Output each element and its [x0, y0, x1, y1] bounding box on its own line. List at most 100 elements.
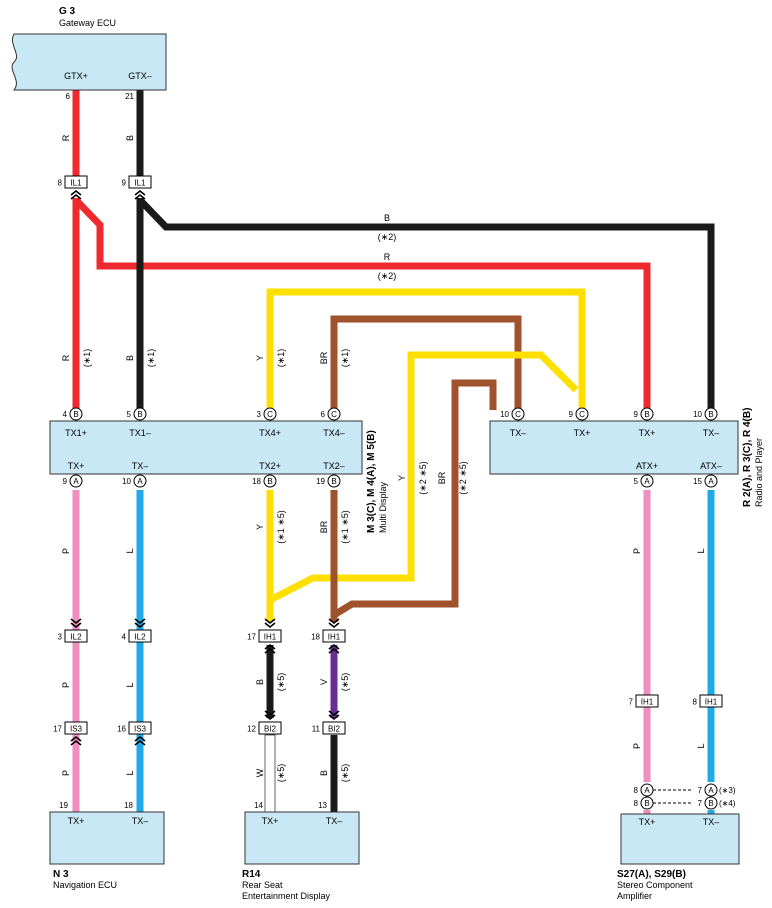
wire-label: (∗1): [276, 349, 286, 368]
svg-text:B: B: [137, 410, 142, 419]
connector-pin-number: 16: [117, 725, 126, 734]
radio-player: TX– TX+ TX+ TX– ATX+ ATX– R 2(A), R 3(C)…: [489, 408, 764, 507]
amp-code: S27(A), S29(B): [617, 869, 686, 880]
svg-text:5: 5: [127, 410, 132, 419]
wire-brown-tx4: [330, 315, 522, 410]
connector-pin-number: 8: [58, 179, 63, 188]
connector-id: IS3: [134, 725, 147, 734]
svg-text:10: 10: [693, 410, 702, 419]
pin-number: 19: [59, 801, 68, 810]
svg-text:C: C: [267, 410, 273, 419]
radio-pin-label: ATX+: [636, 461, 658, 471]
connector-pin-number: 4: [122, 633, 127, 642]
wire-yellow-tx4: [266, 288, 586, 410]
connector-id: IH1: [705, 698, 718, 707]
svg-text:6: 6: [321, 410, 326, 419]
multi-pin-label: TX4+: [259, 428, 281, 438]
wire-label: R: [61, 354, 71, 361]
pin-number: 13: [318, 801, 327, 810]
svg-text:B: B: [73, 410, 78, 419]
wire-label: (∗1): [146, 349, 156, 368]
connector-pin-number: 17: [247, 633, 256, 642]
multi-code: M 3(C), M 4(A), M 5(B): [366, 430, 377, 533]
connector-pin-number: 12: [247, 725, 256, 734]
stereo-amplifier: TX+ TX– S27(A), S29(B) Stereo Component …: [617, 813, 740, 901]
connector-id: IS3: [70, 725, 83, 734]
gateway-code: G 3: [59, 6, 76, 17]
connector-id: IH1: [641, 698, 654, 707]
svg-text:9: 9: [569, 410, 574, 419]
wire-label: (∗1 ∗5): [276, 510, 286, 544]
wire-label: L: [125, 770, 135, 775]
connector-pin-number: 18: [311, 633, 320, 642]
wire-label: R: [384, 252, 391, 262]
wires: [72, 90, 715, 814]
wire-label: (∗5): [276, 764, 286, 783]
rear-code: R14: [242, 869, 261, 880]
rear-name: Entertainment Display: [242, 891, 331, 901]
wire-label: (∗1): [340, 349, 350, 368]
svg-text:A: A: [644, 786, 650, 795]
svg-text:18: 18: [252, 477, 261, 486]
wire-label: V: [319, 679, 329, 685]
svg-text:10: 10: [500, 410, 509, 419]
radio-pin-label: TX+: [639, 428, 656, 438]
radio-name: Radio and Player: [754, 438, 764, 507]
wire-label: (∗2): [378, 271, 397, 281]
rear-pin-label: TX–: [326, 816, 343, 826]
svg-text:A: A: [73, 477, 79, 486]
radio-pin-label: ATX–: [700, 461, 722, 471]
radio-pin-label: TX–: [510, 428, 527, 438]
rear-pin-label: TX+: [262, 816, 279, 826]
radio-pin-label: TX–: [703, 428, 720, 438]
multi-display-body: [49, 420, 363, 475]
amp-name: Stereo Component: [617, 880, 693, 890]
gateway-pin-label: GTX+: [64, 71, 88, 81]
wire-label: (∗5): [276, 673, 286, 692]
wire-red-radio: [73, 197, 651, 410]
connector-id: BI2: [264, 725, 277, 734]
wire-label: (∗2 ∗5): [418, 461, 428, 495]
amp-name: Amplifier: [617, 891, 652, 901]
wire-label: (∗2 ∗5): [458, 461, 468, 495]
pin-number: 6: [66, 92, 71, 101]
rear-seat-display-body: [244, 811, 360, 865]
multi-pin-label: TX1+: [65, 428, 87, 438]
gateway-ecu-body: [11, 33, 167, 91]
inline-connector-bi2: BI2 12: [247, 710, 282, 735]
connector-pin-number: 9: [122, 179, 127, 188]
wire-label: P: [632, 743, 642, 749]
stereo-amplifier-body: [620, 813, 740, 865]
amp-note: (∗3): [719, 786, 736, 795]
multi-pin-label: TX–: [132, 461, 149, 471]
wire-label: B: [125, 355, 135, 361]
connector-id: IL2: [134, 633, 146, 642]
multi-name: Multi Display: [378, 481, 388, 533]
wire-label: (∗5): [340, 764, 350, 783]
gateway-name: Gateway ECU: [59, 18, 116, 28]
wire-label: P: [632, 548, 642, 554]
multi-display: TX1+ TX1– TX4+ TX4– TX+ TX– TX2+ TX2– M …: [49, 420, 388, 533]
wire-label: Y: [397, 475, 407, 481]
gateway-pin-label: GTX–: [128, 71, 152, 81]
